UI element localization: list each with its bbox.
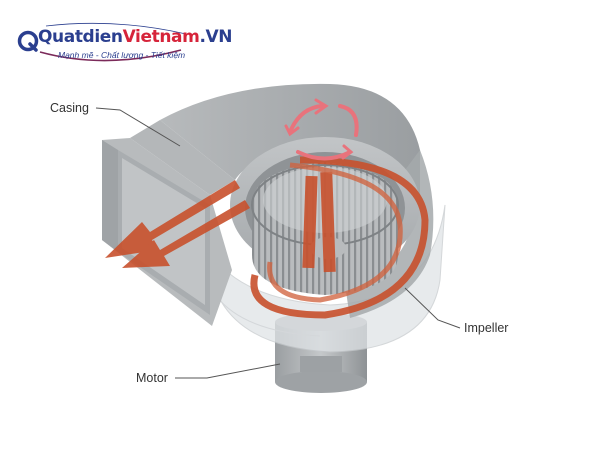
brand-logo[interactable]: QuatdienVietnam.VN Mạnh mẽ - Chất lượng … <box>16 20 232 70</box>
rotation-arrow-left <box>288 104 324 134</box>
rotation-arrowhead-1 <box>314 98 329 115</box>
logo-brand-part1: Quatdien <box>38 27 123 47</box>
airflow-out-arrow-1 <box>105 180 240 258</box>
logo-brand-part2: Vietnam <box>122 27 200 47</box>
airflow-spiral-1 <box>250 156 429 319</box>
casing-leader-line <box>95 107 181 147</box>
logo-wordmark: QuatdienVietnam.VN <box>38 27 232 47</box>
airflow-spiral-2 <box>267 162 403 303</box>
logo-swoosh <box>17 22 187 62</box>
rotation-arrowhead-3 <box>341 144 354 160</box>
rotation-arrowhead-2 <box>284 124 300 137</box>
casing-label: Casing <box>50 101 89 115</box>
casing-top-scroll <box>130 83 420 195</box>
airflow-in-arrow-1 <box>302 175 318 269</box>
rotation-arrows <box>284 98 359 161</box>
airflow-out-arrow-2 <box>122 200 250 268</box>
motor-label: Motor <box>136 371 168 385</box>
leader-lines <box>95 107 461 379</box>
impeller-label: Impeller <box>464 321 509 335</box>
logo-brand-part3: .VN <box>199 27 233 47</box>
airflow-in-arrow-2 <box>320 171 336 273</box>
logo-tagline: Mạnh mẽ - Chất lượng - Tiết kiệm <box>58 50 186 60</box>
rotation-arrow-right <box>338 104 359 137</box>
rotation-arrow-bottom <box>296 150 352 161</box>
airflow-arrows <box>105 156 429 319</box>
motor-leader-line <box>175 363 281 379</box>
impeller-leader-line <box>404 287 461 329</box>
